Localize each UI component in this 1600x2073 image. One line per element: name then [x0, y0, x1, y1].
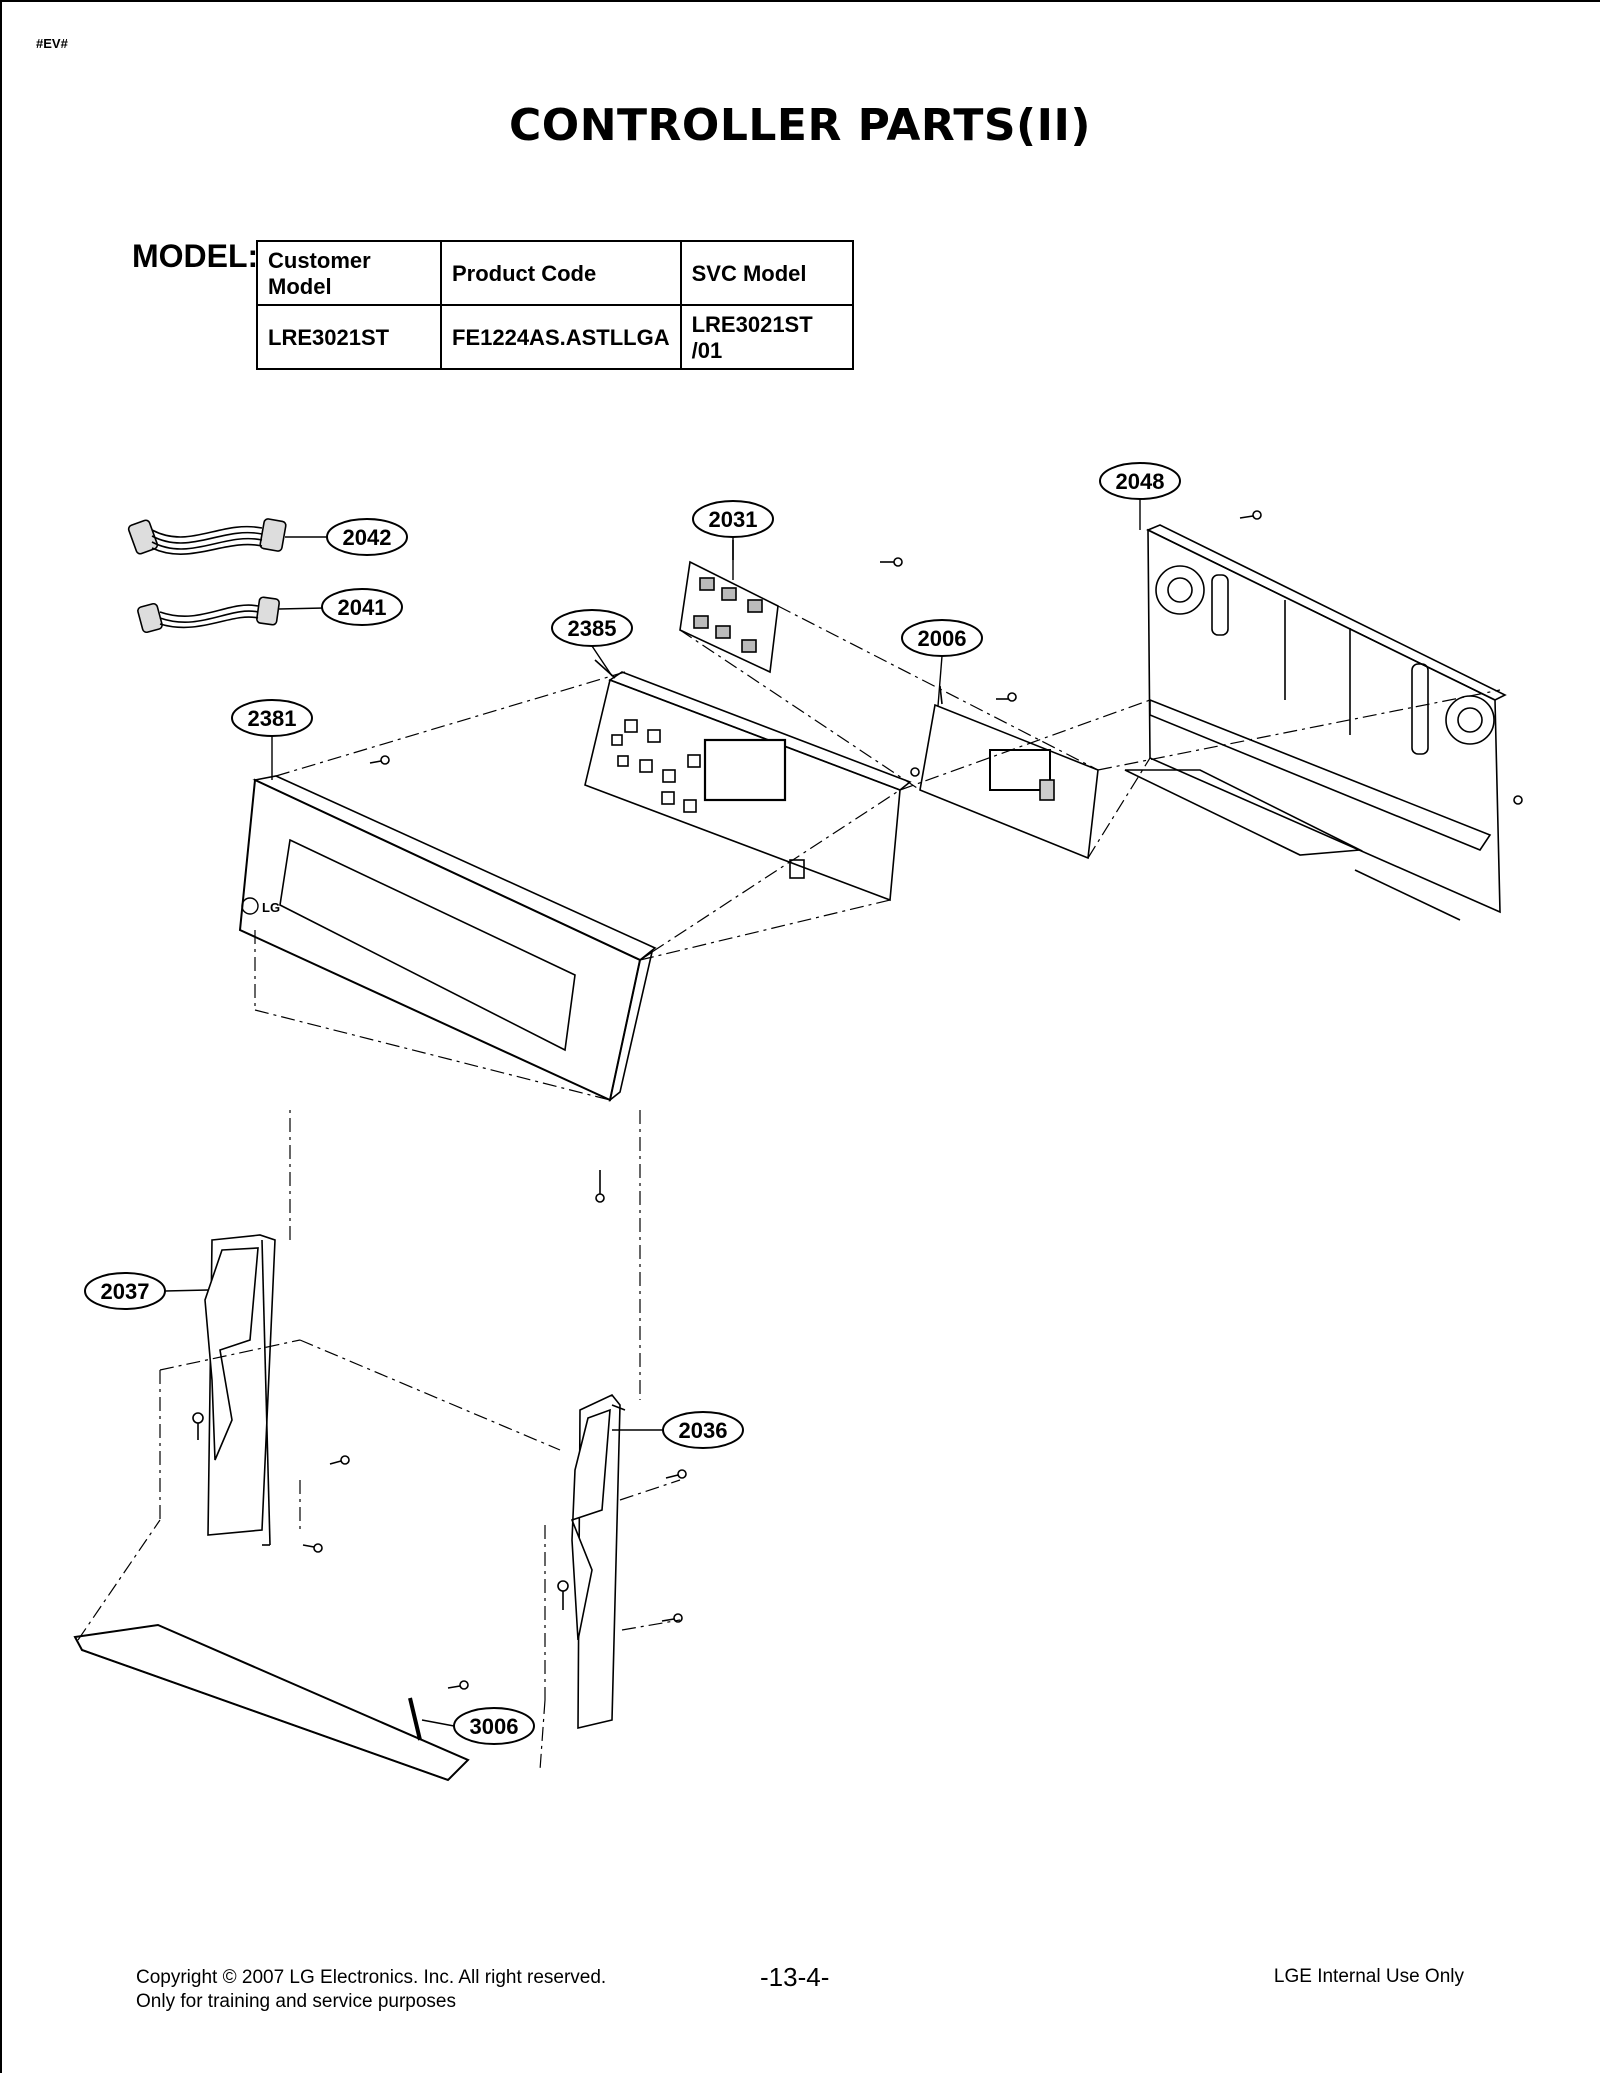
callout-2042-label: 2042: [343, 525, 392, 550]
wire-harness-2041: [137, 596, 325, 634]
callout-2048-label: 2048: [1116, 469, 1165, 494]
cell-customer-model: LRE3021ST: [256, 304, 442, 370]
cell-svc-model: LRE3021ST /01: [679, 304, 854, 370]
callout-2048: 2048: [1099, 462, 1181, 500]
header-svc-model: SVC Model: [679, 240, 854, 306]
callout-2385: 2385: [551, 609, 633, 647]
callout-2006: 2006: [901, 619, 983, 657]
callout-2385-label: 2385: [568, 616, 617, 641]
side-bracket-2036: [557, 1394, 687, 1730]
footer-copyright: Copyright © 2007 LG Electronics. Inc. Al…: [136, 1967, 607, 1988]
model-label: MODEL:: [132, 238, 259, 274]
callout-2006-label: 2006: [918, 626, 967, 651]
page-number: -13-4-: [760, 1962, 830, 1992]
side-bracket-2037: [192, 1234, 350, 1553]
bottom-trim-3006: [73, 1623, 470, 1782]
display-pcb-2006: [910, 685, 1099, 860]
callout-2381: 2381: [231, 699, 313, 737]
callout-2381-label: 2381: [248, 706, 297, 731]
header-customer-model: Customer Model: [256, 240, 442, 306]
doc-code: #EV#: [36, 36, 68, 51]
callout-3006-label: 3006: [470, 1714, 519, 1739]
callout-2042: 2042: [326, 518, 408, 556]
cell-product-code: FE1224AS.ASTLLGA: [440, 304, 682, 370]
footer-copyright-block: Copyright © 2007 LG Electronics. Inc. Al…: [136, 1966, 606, 2014]
callout-2031-label: 2031: [709, 507, 758, 532]
callout-2036: 2036: [662, 1411, 744, 1449]
footer-internal: LGE Internal Use Only: [1273, 1966, 1464, 1987]
lg-logo-text: LG: [262, 900, 280, 915]
callout-2037: 2037: [84, 1272, 166, 1310]
lg-logo: LG: [241, 897, 280, 915]
callout-2041-label: 2041: [338, 595, 387, 620]
pcb-2031: [679, 540, 903, 674]
wire-harness-2042: [127, 518, 328, 555]
control-panel-2381: [238, 755, 657, 1203]
control-bracket-2385: [584, 659, 912, 902]
back-panel-2048: [1124, 510, 1523, 921]
callout-2036-label: 2036: [679, 1418, 728, 1443]
page-title: CONTROLLER PARTS(II): [509, 100, 1091, 151]
callout-3006: 3006: [453, 1707, 535, 1745]
callout-2031: 2031: [692, 500, 774, 538]
model-table-row: LRE3021ST FE1224AS.ASTLLGA LRE3021ST /01: [256, 304, 854, 370]
callout-2041: 2041: [321, 588, 403, 626]
alignment-lines: [77, 605, 1501, 1771]
model-table: Customer Model Product Code SVC Model LR…: [256, 240, 854, 370]
footer-purpose: Only for training and service purposes: [136, 1991, 456, 2012]
header-product-code: Product Code: [440, 240, 682, 306]
callout-2037-label: 2037: [101, 1279, 150, 1304]
model-table-header-row: Customer Model Product Code SVC Model: [256, 240, 854, 306]
leader-lines: [164, 499, 1141, 1727]
